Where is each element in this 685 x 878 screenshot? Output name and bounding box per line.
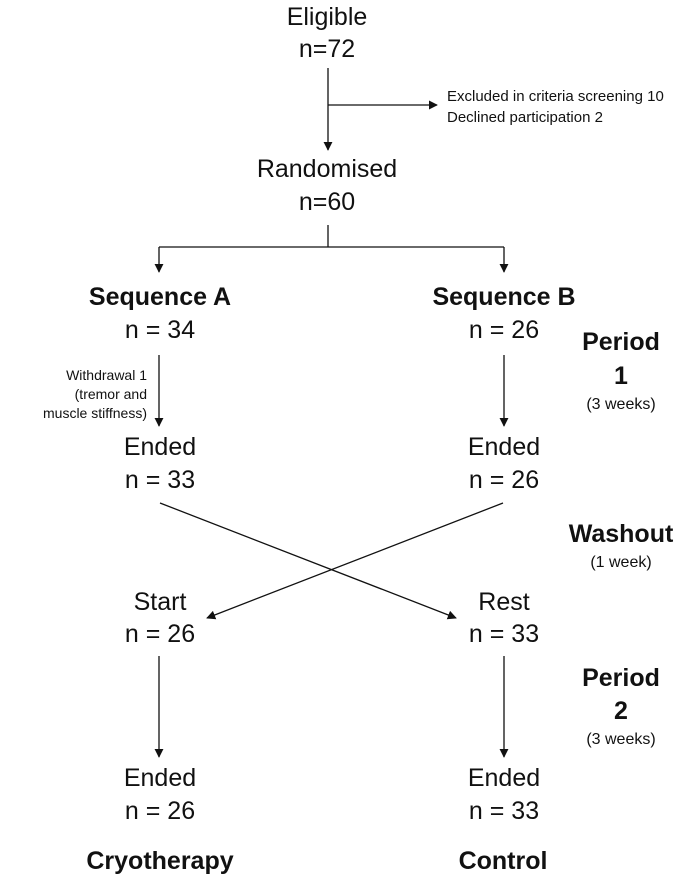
period2-title: Period <box>582 664 660 692</box>
start-label: Start <box>133 588 187 616</box>
sequence-a-ended-p1-count: n = 33 <box>124 466 196 494</box>
cryotherapy-label: Cryotherapy <box>86 847 234 875</box>
period1-title: Period <box>582 328 660 356</box>
sequence-a-ended-p2-label: Ended <box>123 764 197 792</box>
start-count: n = 26 <box>124 620 196 648</box>
withdrawal-line-3: muscle stiffness) <box>43 405 147 421</box>
withdrawal-line-2: (tremor and <box>74 386 147 402</box>
crossover-b-to-start <box>206 502 504 620</box>
eligible-count: n=72 <box>298 35 356 63</box>
sequence-b-count: n = 26 <box>468 316 540 344</box>
period2-duration: (3 weeks) <box>586 731 656 748</box>
rest-label: Rest <box>478 588 530 616</box>
washout-title: Washout <box>568 520 674 548</box>
sequence-b-title: Sequence B <box>432 283 576 311</box>
period1-number: 1 <box>614 362 628 390</box>
sequence-a-title: Sequence A <box>88 283 232 311</box>
withdrawal-line-1: Withdrawal 1 <box>66 367 147 383</box>
excluded-declined: Declined participation 2 <box>447 109 603 126</box>
control-label: Control <box>458 847 548 875</box>
sequence-b-ended-p2-count: n = 33 <box>468 797 540 825</box>
randomised-count: n=60 <box>298 188 356 216</box>
eligible-label: Eligible <box>286 3 368 31</box>
washout-duration: (1 week) <box>590 554 652 571</box>
period1-duration: (3 weeks) <box>586 396 656 413</box>
sequence-a-count: n = 34 <box>124 316 196 344</box>
period2-number: 2 <box>614 697 628 725</box>
excluded-criteria: Excluded in criteria screening 10 <box>447 88 664 105</box>
randomised-label: Randomised <box>256 155 398 183</box>
rest-count: n = 33 <box>468 620 540 648</box>
sequence-a-ended-p1-label: Ended <box>123 433 197 461</box>
sequence-b-ended-p2-label: Ended <box>467 764 541 792</box>
sequence-b-ended-p1-count: n = 26 <box>468 466 540 494</box>
crossover-a-to-rest <box>159 502 457 620</box>
withdrawal-note: Withdrawal 1 (tremor and muscle stiffnes… <box>43 366 147 423</box>
sequence-b-ended-p1-label: Ended <box>467 433 541 461</box>
sequence-a-ended-p2-count: n = 26 <box>124 797 196 825</box>
